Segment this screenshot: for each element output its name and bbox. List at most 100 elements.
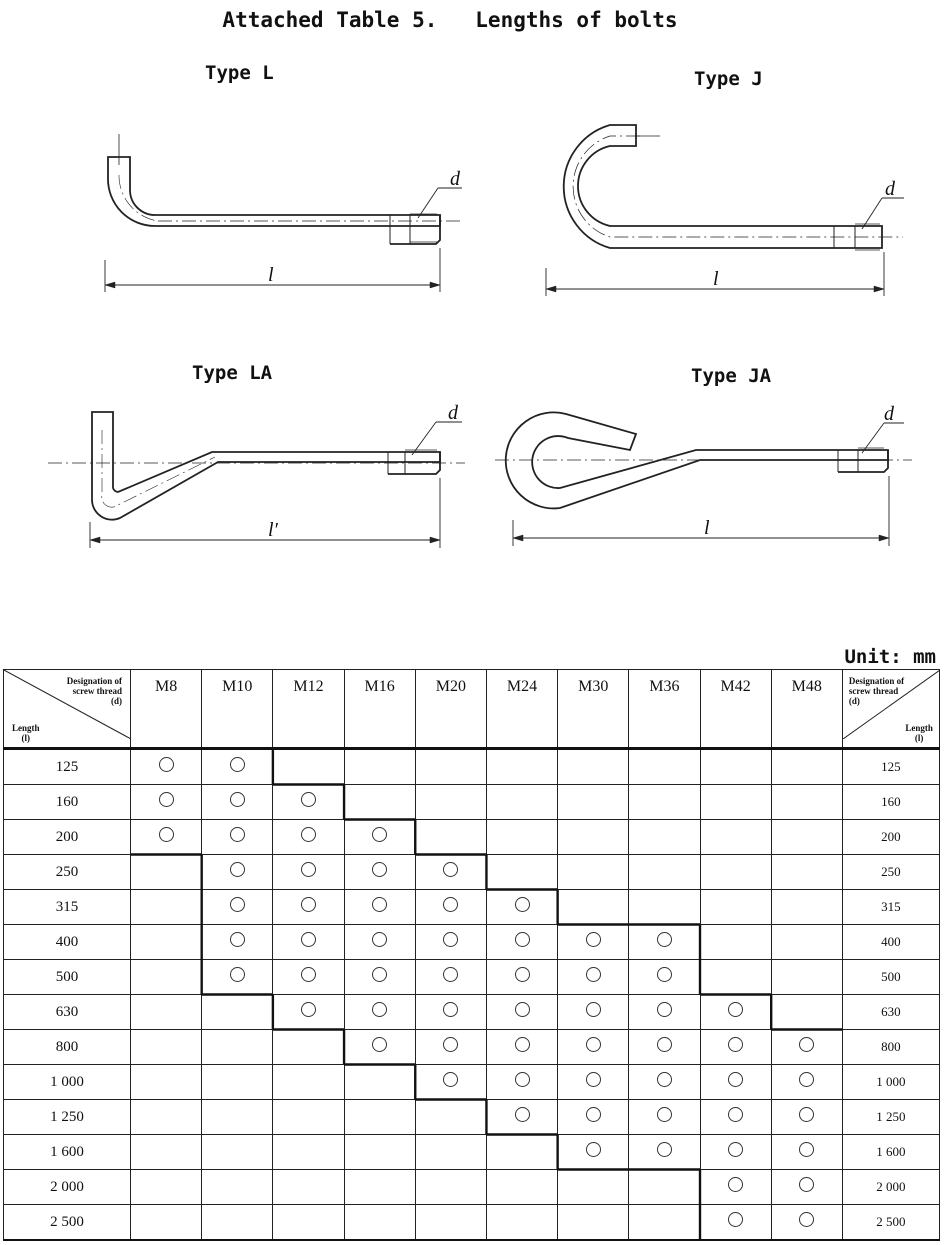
table-cell	[485, 784, 559, 820]
table-cell	[343, 924, 416, 960]
table-cell	[201, 994, 274, 1030]
row-length-label-right: 500	[841, 959, 940, 995]
available-mark-icon	[229, 862, 245, 877]
available-mark-icon	[300, 967, 316, 982]
table-cell	[201, 1169, 274, 1205]
table-cell	[699, 1064, 772, 1100]
available-mark-icon	[443, 1037, 459, 1052]
table-cell	[557, 1134, 630, 1170]
table-cell	[485, 1169, 559, 1205]
table-cell	[770, 924, 843, 960]
available-mark-icon	[229, 932, 245, 947]
table-cell	[414, 1099, 487, 1135]
table-cell	[201, 748, 274, 785]
row-length-label: 250	[3, 854, 131, 890]
column-header-m12: M12	[272, 669, 345, 750]
available-mark-icon	[514, 967, 530, 982]
table-cell	[557, 1029, 630, 1065]
table-cell	[201, 1029, 274, 1065]
table-cell	[485, 924, 559, 960]
bolt-drawing-type-la	[48, 411, 465, 548]
bolt-drawing-type-ja	[495, 411, 912, 546]
table-cell	[129, 924, 203, 960]
table-cell	[699, 1134, 772, 1170]
row-length-label: 800	[3, 1029, 131, 1065]
available-mark-icon	[443, 862, 459, 877]
table-cell	[343, 1134, 416, 1170]
page-title: Attached Table 5. Lengths of bolts	[222, 8, 678, 32]
available-mark-icon	[799, 1142, 815, 1157]
dimension-label-type-ja: l	[704, 517, 710, 539]
available-mark-icon	[300, 1002, 316, 1017]
available-mark-icon	[656, 1002, 672, 1017]
table-cell	[557, 959, 630, 995]
row-length-label-right: 1 250	[841, 1099, 940, 1135]
dimension-label-type-j: l	[713, 268, 719, 290]
available-mark-icon	[443, 897, 459, 912]
available-mark-icon	[799, 1037, 815, 1052]
available-mark-icon	[372, 862, 388, 877]
table-cell	[343, 1169, 416, 1205]
table-cell	[628, 854, 701, 890]
available-mark-icon	[443, 1002, 459, 1017]
figure-label-type-ja: Type JA	[691, 365, 772, 387]
table-cell	[343, 959, 416, 995]
table-cell	[414, 819, 487, 855]
available-mark-icon	[585, 1072, 601, 1087]
row-length-label-right: 630	[841, 994, 940, 1030]
table-cell	[699, 1169, 772, 1205]
available-mark-icon	[585, 1037, 601, 1052]
column-header-m24: M24	[485, 669, 559, 750]
table-cell	[414, 1204, 487, 1241]
table-cell	[129, 959, 203, 995]
available-mark-icon	[300, 792, 316, 807]
table-cell	[201, 819, 274, 855]
table-cell	[628, 1204, 701, 1241]
available-mark-icon	[585, 967, 601, 982]
dimension-label-type-la: l′	[268, 519, 278, 541]
unit-label: Unit: mm	[844, 646, 936, 668]
corner-top-line: (d)	[111, 696, 122, 706]
table-cell	[770, 1169, 843, 1205]
table-cell	[628, 819, 701, 855]
row-length-label-right: 2 000	[841, 1169, 940, 1205]
available-mark-icon	[372, 897, 388, 912]
table-cell	[628, 924, 701, 960]
table-cell	[129, 748, 203, 785]
table-cell	[343, 889, 416, 925]
column-header-m30: M30	[557, 669, 630, 750]
available-mark-icon	[728, 1037, 744, 1052]
table-cell	[485, 959, 559, 995]
table-cell	[770, 1134, 843, 1170]
table-cell	[201, 1099, 274, 1135]
table-cell	[414, 1134, 487, 1170]
column-header-m48: M48	[770, 669, 843, 750]
table-cell	[557, 1064, 630, 1100]
table-cell	[699, 924, 772, 960]
table-cell	[699, 854, 772, 890]
row-length-label: 1 600	[3, 1134, 131, 1170]
table-cell	[201, 1134, 274, 1170]
table-cell	[272, 889, 345, 925]
corner-top-line: Designation of	[848, 676, 905, 686]
table-cell	[557, 1169, 630, 1205]
available-mark-icon	[728, 1142, 744, 1157]
available-mark-icon	[656, 932, 672, 947]
available-mark-icon	[300, 932, 316, 947]
table-cell	[414, 1029, 487, 1065]
table-cell	[770, 784, 843, 820]
table-cell	[628, 784, 701, 820]
table-cell	[485, 1099, 559, 1135]
table-cell	[557, 889, 630, 925]
table-cell	[343, 1029, 416, 1065]
table-cell	[272, 1029, 345, 1065]
available-mark-icon	[300, 897, 316, 912]
column-header-m8: M8	[129, 669, 203, 750]
